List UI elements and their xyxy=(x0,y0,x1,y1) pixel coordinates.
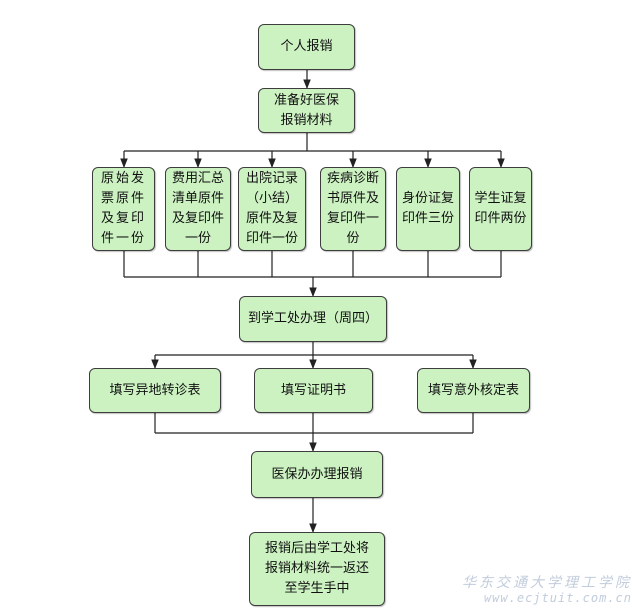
node-insurance-office: 医保办办理报销 xyxy=(251,451,383,498)
node-label: 原始发 票原件 及复印 件一份 xyxy=(100,171,146,246)
node-label: 报销后由学工处将 报销材料统一返还 至学生手中 xyxy=(264,541,369,596)
watermark-school-name: 华东交通大学理工学院 xyxy=(462,575,632,591)
node-label: 个人报销 xyxy=(280,39,333,54)
node-form-certificate: 填写证明书 xyxy=(254,368,373,413)
node-label: 填写证明书 xyxy=(280,382,346,398)
node-label: 身份证复 印件三份 xyxy=(401,191,454,226)
node-label: 医保办办理报销 xyxy=(271,466,363,482)
node-material-invoice: 原始发 票原件 及复印 件一份 xyxy=(92,167,155,251)
node-prepare-materials: 准备好医保 报销材料 xyxy=(258,88,355,133)
node-student-affairs-office: 到学工处办理（周四） xyxy=(239,296,387,342)
node-material-id-card: 身份证复 印件三份 xyxy=(396,167,460,251)
node-form-accident: 填写意外核定表 xyxy=(417,368,530,413)
node-label: 出院记录 （小结） 原件及复 印件一份 xyxy=(245,171,298,246)
node-label: 到学工处办理（周四） xyxy=(247,311,378,326)
node-form-transfer: 填写异地转诊表 xyxy=(89,368,221,413)
node-personal-reimbursement: 个人报销 xyxy=(258,24,355,70)
node-label: 填写意外核定表 xyxy=(427,382,519,398)
node-label: 疾病诊断 书原件及 复印件一 份 xyxy=(326,171,379,246)
node-return-materials: 报销后由学工处将 报销材料统一返还 至学生手中 xyxy=(249,532,385,606)
node-label: 学生证复 印件两份 xyxy=(474,191,527,226)
node-label: 填写异地转诊表 xyxy=(109,382,201,398)
node-label: 费用汇总 清单原件 及复印件 一份 xyxy=(171,171,224,246)
node-material-student-card: 学生证复 印件两份 xyxy=(469,167,532,251)
node-label: 准备好医保 报销材料 xyxy=(273,92,339,128)
node-material-discharge-record: 出院记录 （小结） 原件及复 印件一份 xyxy=(238,167,306,251)
node-material-expense-list: 费用汇总 清单原件 及复印件 一份 xyxy=(165,167,231,251)
node-material-diagnosis: 疾病诊断 书原件及 复印件一 份 xyxy=(320,167,386,251)
watermark-url: www.ecjtuit.com.cn xyxy=(483,591,632,605)
